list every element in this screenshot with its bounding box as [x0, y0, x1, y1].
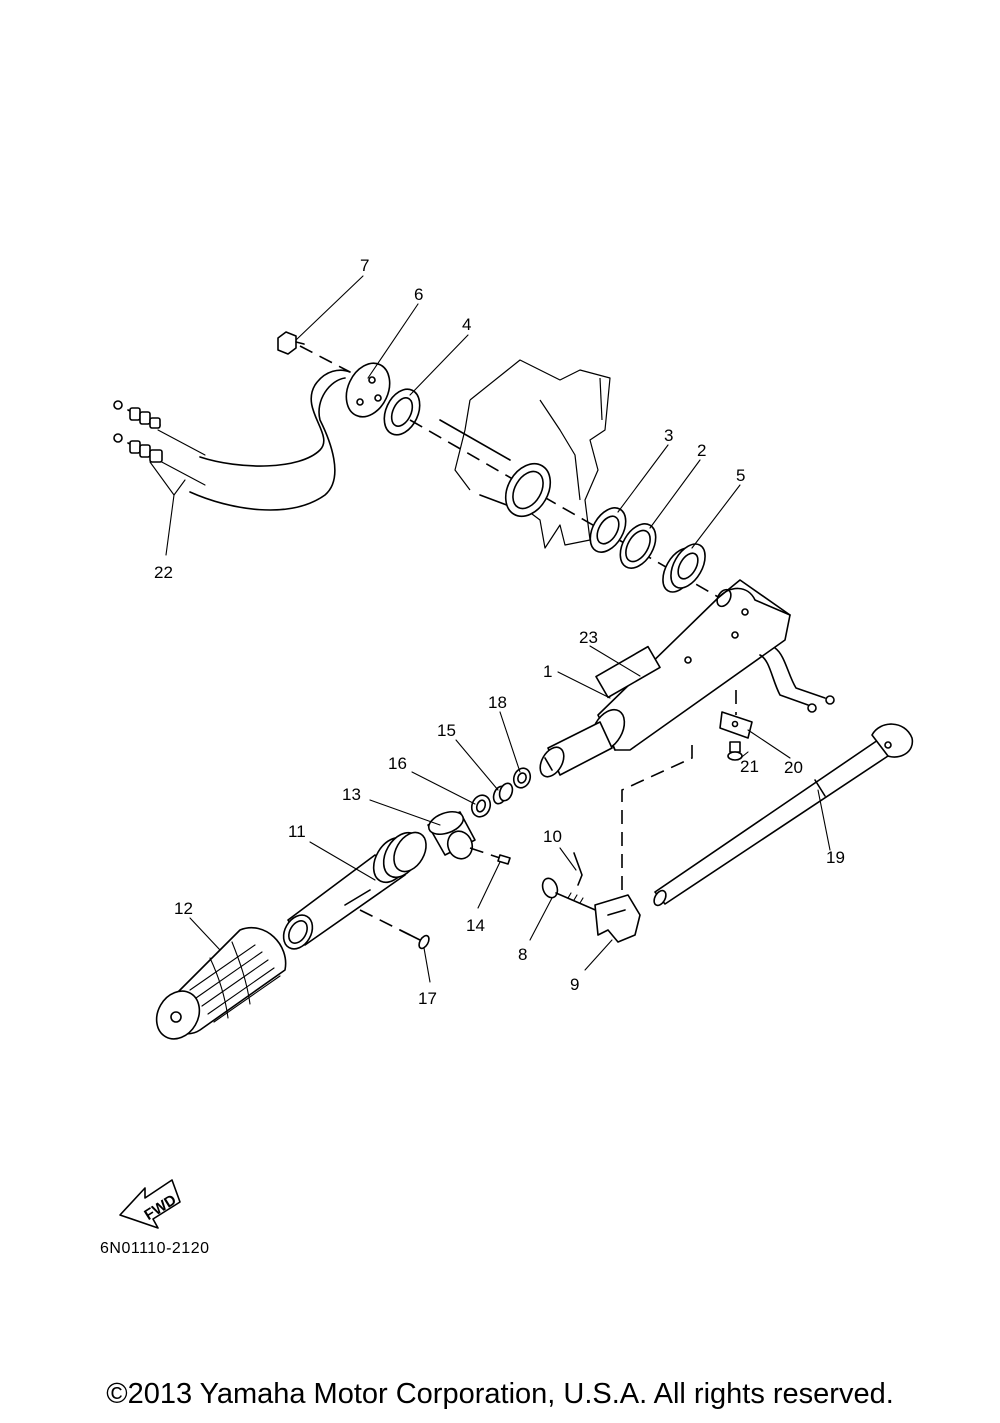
- bolt-7: [277, 331, 305, 355]
- throttle-shaft-11: [282, 831, 427, 950]
- callout-7: 7: [360, 256, 369, 275]
- clip-axis: [621, 745, 693, 900]
- callout-4: 4: [462, 315, 471, 334]
- washer-2: [619, 523, 657, 569]
- engine-bracket-outline: [454, 359, 611, 549]
- callout-5: 5: [736, 466, 745, 485]
- copyright-notice: ©2013 Yamaha Motor Corporation, U.S.A. A…: [106, 1378, 894, 1410]
- washer-16: [470, 794, 492, 818]
- spring-15: [492, 782, 514, 805]
- spring-10: [573, 852, 583, 886]
- callout-23: 23: [579, 628, 598, 647]
- callout-22: 22: [154, 563, 173, 582]
- plate-20: [719, 711, 753, 739]
- callout-10: 10: [543, 827, 562, 846]
- fwd-arrow-icon: FWD: [119, 1179, 181, 1229]
- leader-lines: [149, 275, 831, 983]
- callout-3: 3: [664, 426, 673, 445]
- bolt-7-axis: [299, 345, 351, 373]
- washer-4: [383, 388, 421, 436]
- grip-12: [155, 927, 287, 1040]
- callout-6: 6: [414, 285, 423, 304]
- bushing-5: [662, 543, 706, 593]
- callout-13: 13: [342, 785, 361, 804]
- callout-numbers: 7 6 4 3 2 5 22 23 1 18 15 16 13 11 12 14…: [154, 256, 845, 1008]
- callout-14: 14: [466, 916, 485, 935]
- callout-15: 15: [437, 721, 456, 740]
- bolt-8: [541, 877, 601, 913]
- callout-19: 19: [826, 848, 845, 867]
- screw-21: [727, 741, 743, 761]
- plate-6: [345, 362, 391, 418]
- clip-9: [594, 894, 641, 943]
- callout-17: 17: [418, 989, 437, 1008]
- throttle-cables: [113, 369, 351, 511]
- washer-3: [589, 507, 627, 553]
- collar-13: [427, 810, 476, 860]
- diagram-part-code: 6N01110-2120: [100, 1240, 210, 1257]
- washer-18: [512, 767, 532, 789]
- callout-12: 12: [174, 899, 193, 918]
- pin-14: [497, 854, 511, 865]
- callout-21: 21: [740, 757, 759, 776]
- callout-2: 2: [697, 441, 706, 460]
- pin-14-axis: [469, 847, 501, 859]
- callout-9: 9: [570, 975, 579, 994]
- screw-17: [359, 909, 430, 950]
- callout-20: 20: [784, 758, 803, 777]
- callout-11: 11: [288, 822, 306, 841]
- steering-housing: [439, 419, 552, 518]
- throttle-rod-19: [653, 723, 914, 907]
- callout-1: 1: [543, 662, 552, 681]
- steering-handle-1: [539, 579, 835, 778]
- callout-8: 8: [518, 945, 527, 964]
- callout-16: 16: [388, 754, 407, 773]
- callout-18: 18: [488, 693, 507, 712]
